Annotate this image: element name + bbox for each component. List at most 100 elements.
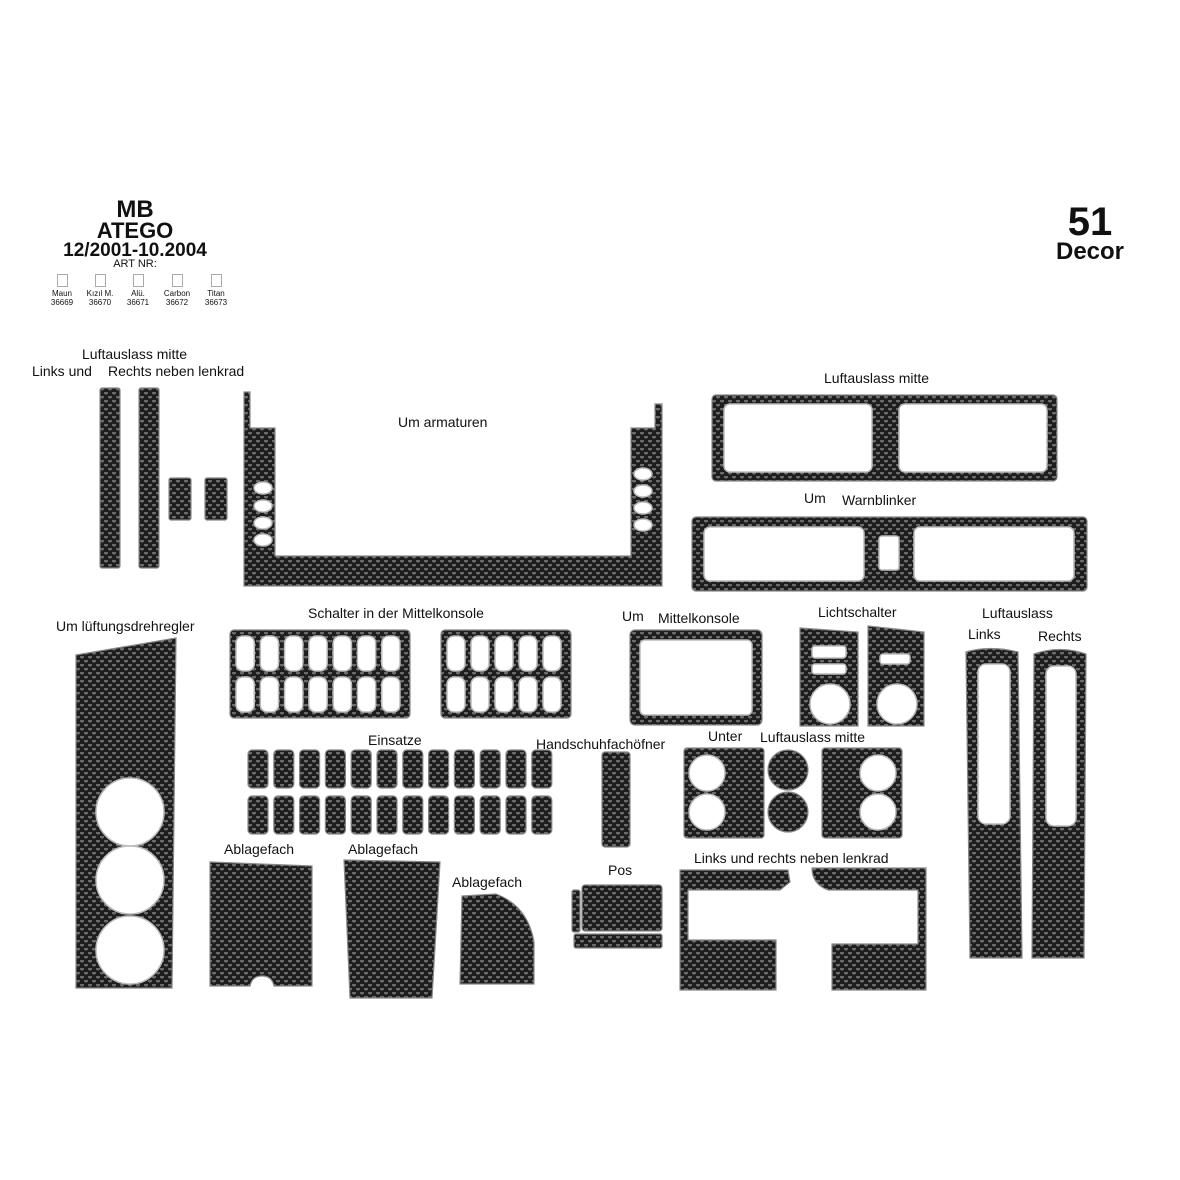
console-switch-frames-group bbox=[229, 629, 572, 719]
steering-frame-left bbox=[679, 869, 791, 991]
storage-compartments-group bbox=[209, 859, 535, 999]
knob-hole bbox=[95, 845, 165, 915]
insert-piece bbox=[273, 795, 295, 835]
switch-opening bbox=[308, 676, 328, 713]
label-hazard: Warnblinker bbox=[842, 492, 917, 508]
light-switch-hole bbox=[876, 683, 918, 725]
label-storage-2: Ablagefach bbox=[348, 841, 419, 857]
frame-hole bbox=[633, 484, 653, 498]
inserts-group bbox=[247, 749, 553, 835]
variant-checkbox-icon bbox=[132, 274, 144, 287]
insert-piece bbox=[324, 749, 346, 789]
storage-panel-1 bbox=[209, 861, 313, 987]
label-vent-center-left: Luftauslass mitte bbox=[82, 346, 188, 362]
year-range: 12/2001-10.2004 bbox=[63, 240, 207, 261]
label-left: Links bbox=[968, 626, 1001, 642]
switch-opening bbox=[283, 676, 304, 713]
insert-piece bbox=[453, 749, 475, 789]
steering-side-frames-group bbox=[679, 867, 927, 991]
pos-panel-large bbox=[581, 884, 663, 932]
insert-piece bbox=[531, 795, 553, 835]
variant-name: Kızıl M. bbox=[86, 289, 114, 298]
vent-strip-right bbox=[138, 387, 160, 569]
variant-swatch: Kızıl M.36670 bbox=[82, 274, 118, 307]
console-opening bbox=[639, 639, 753, 716]
variant-swatch: Alü.36671 bbox=[120, 274, 156, 307]
insert-piece bbox=[376, 795, 398, 835]
round-cap bbox=[767, 749, 809, 791]
insert-piece bbox=[531, 749, 553, 789]
switch-opening bbox=[446, 635, 466, 672]
insert-piece bbox=[299, 795, 321, 835]
center-console-frame-group bbox=[629, 629, 763, 726]
variant-name: Carbon bbox=[163, 289, 191, 298]
variant-name: Titan bbox=[207, 289, 225, 298]
label-storage-3: Ablagefach bbox=[452, 874, 523, 890]
vent-opening bbox=[723, 403, 873, 473]
label-pos: Pos bbox=[608, 862, 633, 878]
insert-piece bbox=[402, 795, 424, 835]
light-switch-hole bbox=[809, 683, 851, 725]
frame-hole bbox=[253, 516, 273, 530]
storage-panel-2 bbox=[343, 859, 441, 999]
frame-hole bbox=[253, 533, 273, 547]
vent-opening bbox=[703, 526, 865, 582]
variant-code: 36673 bbox=[204, 298, 228, 307]
insert-piece bbox=[505, 749, 527, 789]
insert-piece bbox=[273, 749, 295, 789]
pos-panel-strip bbox=[573, 933, 663, 949]
small-block-1 bbox=[168, 477, 192, 521]
side-vent-opening bbox=[1045, 665, 1077, 827]
insert-piece bbox=[350, 749, 372, 789]
switch-opening bbox=[235, 635, 256, 672]
vent-opening bbox=[898, 403, 1048, 473]
label-um: Um bbox=[804, 490, 826, 506]
small-block-2 bbox=[204, 477, 228, 521]
insert-piece bbox=[350, 795, 372, 835]
hazard-frame-group bbox=[691, 516, 1088, 592]
model-title: ATEGO bbox=[96, 218, 174, 243]
frame-hole bbox=[633, 467, 653, 481]
variant-code: 36671 bbox=[126, 298, 150, 307]
pos-pieces-group bbox=[571, 884, 663, 949]
label-lower: Unter bbox=[708, 728, 743, 744]
variant-name: Alü. bbox=[131, 289, 145, 298]
art-nr-label: ART NR: bbox=[113, 258, 157, 270]
light-switch-slot bbox=[811, 645, 847, 659]
insert-piece bbox=[402, 749, 424, 789]
label-right: Rechts bbox=[1038, 628, 1082, 644]
insert-piece bbox=[247, 749, 269, 789]
pos-panel-thin bbox=[571, 889, 581, 933]
switch-opening bbox=[283, 635, 304, 672]
side-vent-opening bbox=[977, 663, 1011, 825]
switch-opening bbox=[542, 635, 562, 672]
frame-hole bbox=[633, 501, 653, 515]
label-inserts: Einsatze bbox=[368, 732, 422, 748]
storage-panel-3 bbox=[459, 893, 535, 985]
switch-opening bbox=[518, 635, 538, 672]
side-vent-tall-group bbox=[965, 647, 1087, 959]
vent-strip-left bbox=[99, 387, 121, 569]
brand-title: MB bbox=[116, 196, 154, 223]
insert-piece bbox=[479, 795, 501, 835]
lower-vent-group bbox=[683, 747, 903, 839]
label-vent-center-right: Luftauslass mitte bbox=[824, 370, 930, 386]
switch-opening bbox=[356, 676, 377, 713]
knob-hole bbox=[95, 777, 165, 847]
switch-opening bbox=[518, 676, 538, 713]
label-light-switch: Lichtschalter bbox=[818, 604, 897, 620]
label-console-switches: Schalter in der Mittelkonsole bbox=[308, 605, 484, 621]
switch-opening bbox=[380, 676, 401, 713]
variant-checkbox-icon bbox=[94, 274, 106, 287]
variant-name: Maun bbox=[51, 289, 72, 298]
switch-opening bbox=[380, 635, 401, 672]
center-vent-frame-group bbox=[711, 394, 1058, 482]
label-vent: Luftauslass bbox=[982, 605, 1053, 621]
label-center-console: Mittelkonsole bbox=[658, 610, 740, 626]
hazard-opening bbox=[878, 535, 900, 571]
instrument-frame-group bbox=[243, 391, 663, 587]
switch-opening bbox=[259, 635, 280, 672]
